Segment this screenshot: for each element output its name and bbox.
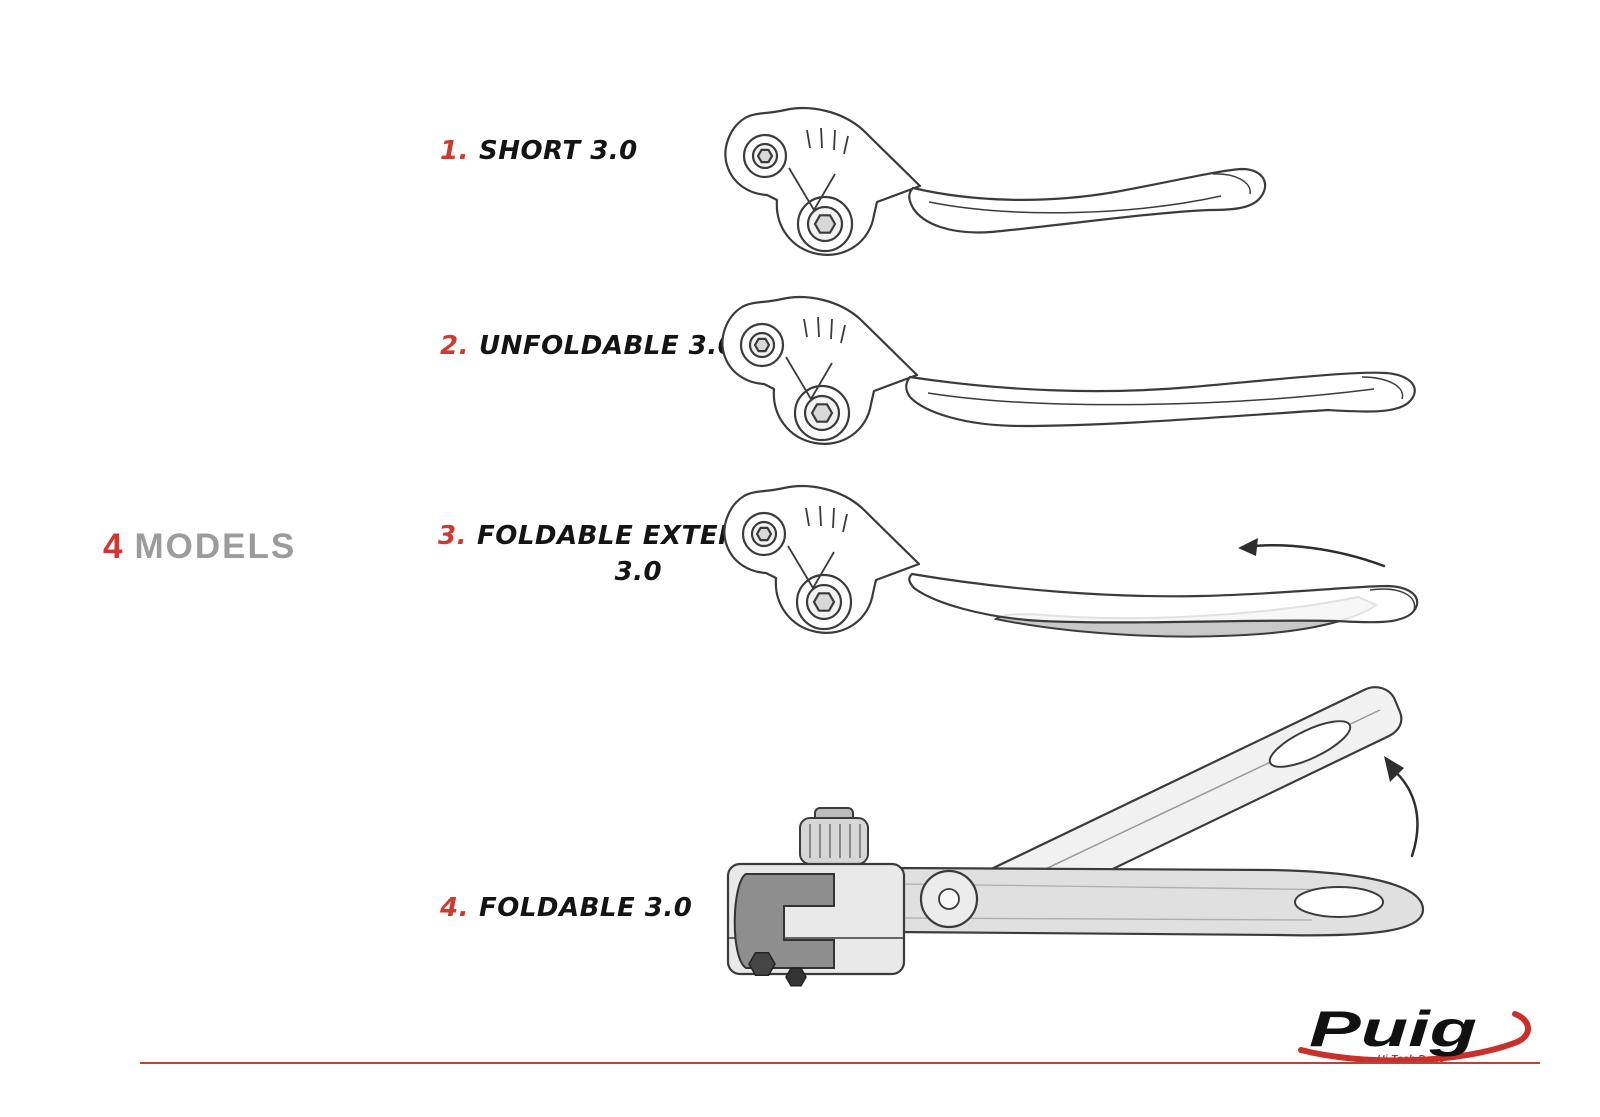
puig-logo: Puig Hi-Tech Parts (1293, 1000, 1545, 1066)
footer-divider-line (140, 1062, 1540, 1064)
models-heading: 4 MODELS (103, 527, 296, 567)
lever-foldable-illustration (712, 668, 1447, 990)
lever-foldable-drawing (726, 686, 1425, 987)
lever-unfoldable-illustration (712, 293, 1437, 473)
logo-swoosh (1298, 1011, 1531, 1064)
lever-short-illustration (715, 88, 1285, 298)
model-number: 2. (440, 331, 469, 361)
lever-short-drawing (724, 106, 1267, 256)
fold-direction-arrow-icon (1384, 756, 1419, 858)
model-name-line2: 3.0 (614, 557, 663, 587)
model-number: 4. (440, 893, 469, 923)
puig-logo-graphic: Puig Hi-Tech Parts (1298, 1001, 1531, 1065)
lever-foldable-extendable-illustration (712, 472, 1452, 677)
model-label-unfoldable: 2. UNFOLDABLE 3.0 (440, 331, 736, 361)
brand-text: Puig (1309, 1001, 1477, 1057)
models-count: 4 (103, 527, 123, 566)
lever-unfoldable-drawing (721, 295, 1416, 445)
model-name: FOLDABLE 3.0 (478, 893, 693, 923)
model-label-short: 1. SHORT 3.0 (440, 136, 638, 166)
model-label-foldable: 4. FOLDABLE 3.0 (440, 893, 692, 923)
model-number: 1. (440, 136, 469, 166)
extend-direction-arrow-icon (1238, 538, 1386, 568)
lever-foldable-extendable-drawing (723, 484, 1419, 638)
model-number: 3. (438, 521, 467, 551)
model-name: UNFOLDABLE 3.0 (478, 331, 737, 361)
model-name: SHORT 3.0 (478, 136, 638, 166)
models-heading-label: MODELS (134, 527, 297, 566)
clamp-clevis (733, 873, 835, 969)
